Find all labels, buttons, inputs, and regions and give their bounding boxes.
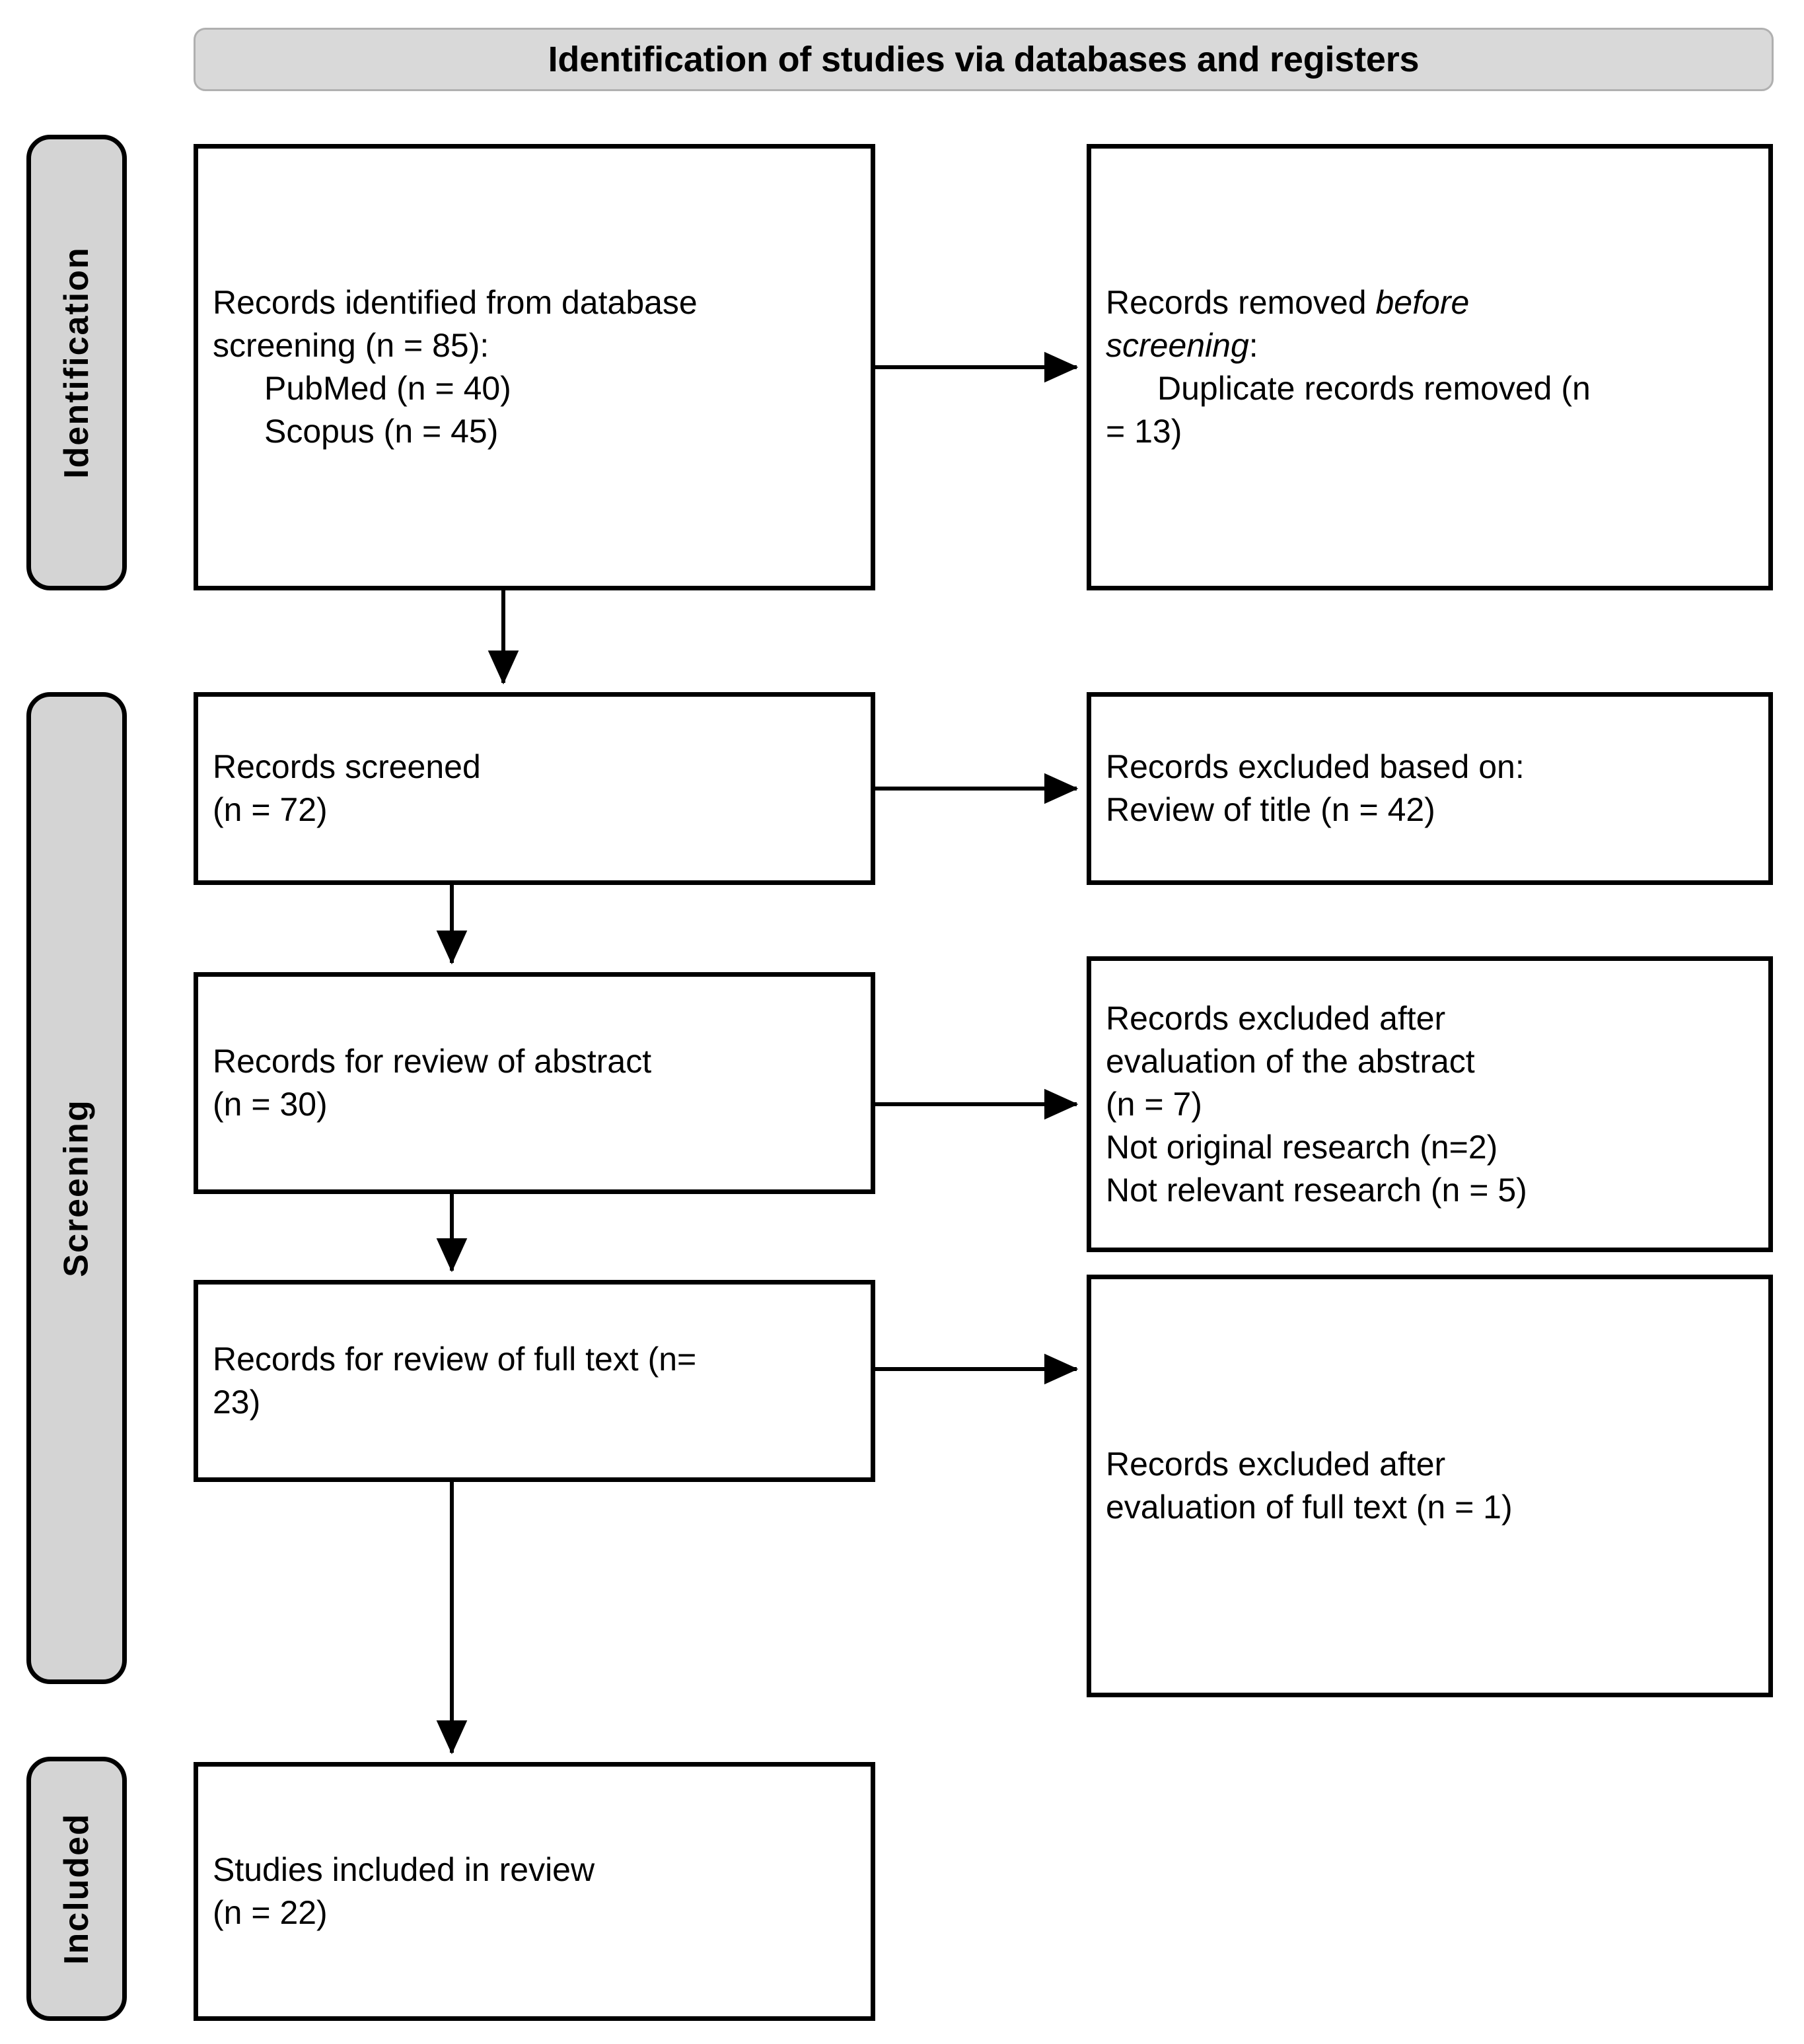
box-text-line: Studies included in review — [213, 1851, 595, 1888]
node-records-screened-text: Records screened (n = 72) — [198, 746, 871, 831]
node-studies-included-text: Studies included in review (n = 22) — [198, 1849, 871, 1934]
node-records-identified-text: Records identified from database screenin… — [198, 281, 871, 453]
box-text-line: Records excluded based on: — [1106, 748, 1525, 785]
stage-bar-included: Included — [26, 1757, 127, 2021]
node-records-excluded-fulltext-text: Records excluded after evaluation of full… — [1091, 1443, 1768, 1529]
stage-bar-screening: Screening — [26, 692, 127, 1684]
box-text-line: Not original research (n=2) — [1106, 1128, 1498, 1166]
node-records-screened: Records screened (n = 72) — [194, 692, 875, 885]
emphasis-screening: screening — [1106, 327, 1249, 364]
box-text-line: PubMed (n = 40) — [264, 370, 511, 407]
box-text-line: evaluation of full text (n = 1) — [1106, 1489, 1513, 1526]
node-records-excluded-fulltext: Records excluded after evaluation of full… — [1087, 1275, 1773, 1697]
box-text-line: evaluation of the abstract — [1106, 1042, 1475, 1080]
stage-bar-identification: Identification — [26, 135, 127, 590]
node-records-identified: Records identified from database screenin… — [194, 144, 875, 590]
box-text-line: = 13) — [1106, 413, 1182, 450]
box-text-line: screening: — [1106, 327, 1258, 364]
box-text-line: Records identified from database — [213, 284, 698, 321]
box-text-line: Review of title (n = 42) — [1106, 791, 1435, 828]
box-text-line: (n = 72) — [213, 791, 328, 828]
node-records-review-abstract: Records for review of abstract (n = 30) — [194, 972, 875, 1194]
stage-label-screening: Screening — [57, 1099, 96, 1277]
node-records-review-abstract-text: Records for review of abstract (n = 30) — [198, 1040, 871, 1126]
box-text-line: 23) — [213, 1384, 261, 1421]
box-text-line: Records for review of abstract — [213, 1043, 652, 1080]
box-text-line: Scopus (n = 45) — [264, 413, 499, 450]
diagram-title: Identification of studies via databases … — [548, 40, 1420, 79]
stage-label-identification: Identification — [57, 246, 96, 479]
box-text-line: Records for review of full text (n= — [213, 1341, 697, 1378]
box-text-line: (n = 22) — [213, 1894, 328, 1931]
node-records-removed-before-screening: Records removed before screening: Duplicat… — [1087, 144, 1773, 590]
box-text-line: Not relevant research (n = 5) — [1106, 1171, 1527, 1209]
box-text-line: (n = 30) — [213, 1086, 328, 1123]
node-records-excluded-title-text: Records excluded based on: Review of titl… — [1091, 746, 1768, 831]
box-text-line: Records removed before — [1106, 284, 1470, 321]
box-text-line: (n = 7) — [1106, 1085, 1202, 1123]
node-records-review-fulltext-text: Records for review of full text (n= 23) — [198, 1338, 871, 1424]
node-records-review-fulltext: Records for review of full text (n= 23) — [194, 1280, 875, 1482]
diagram-header-banner: Identification of studies via databases … — [194, 28, 1774, 91]
node-studies-included: Studies included in review (n = 22) — [194, 1762, 875, 2021]
box-text-line: screening (n = 85): — [213, 327, 489, 364]
node-records-excluded-abstract: Records excluded after evaluation of the … — [1087, 956, 1773, 1252]
node-records-removed-text: Records removed before screening: Duplicat… — [1091, 281, 1768, 453]
stage-label-included: Included — [57, 1813, 96, 1965]
box-text-line: Records excluded after — [1106, 999, 1446, 1037]
box-text-line: Records screened — [213, 748, 481, 785]
emphasis-before: before — [1375, 284, 1470, 321]
node-records-excluded-abstract-text: Records excluded after evaluation of the … — [1091, 997, 1768, 1212]
node-records-excluded-title: Records excluded based on: Review of titl… — [1087, 692, 1773, 885]
box-text-line: Duplicate records removed (n — [1157, 370, 1591, 407]
box-text-line: Records excluded after — [1106, 1446, 1446, 1483]
